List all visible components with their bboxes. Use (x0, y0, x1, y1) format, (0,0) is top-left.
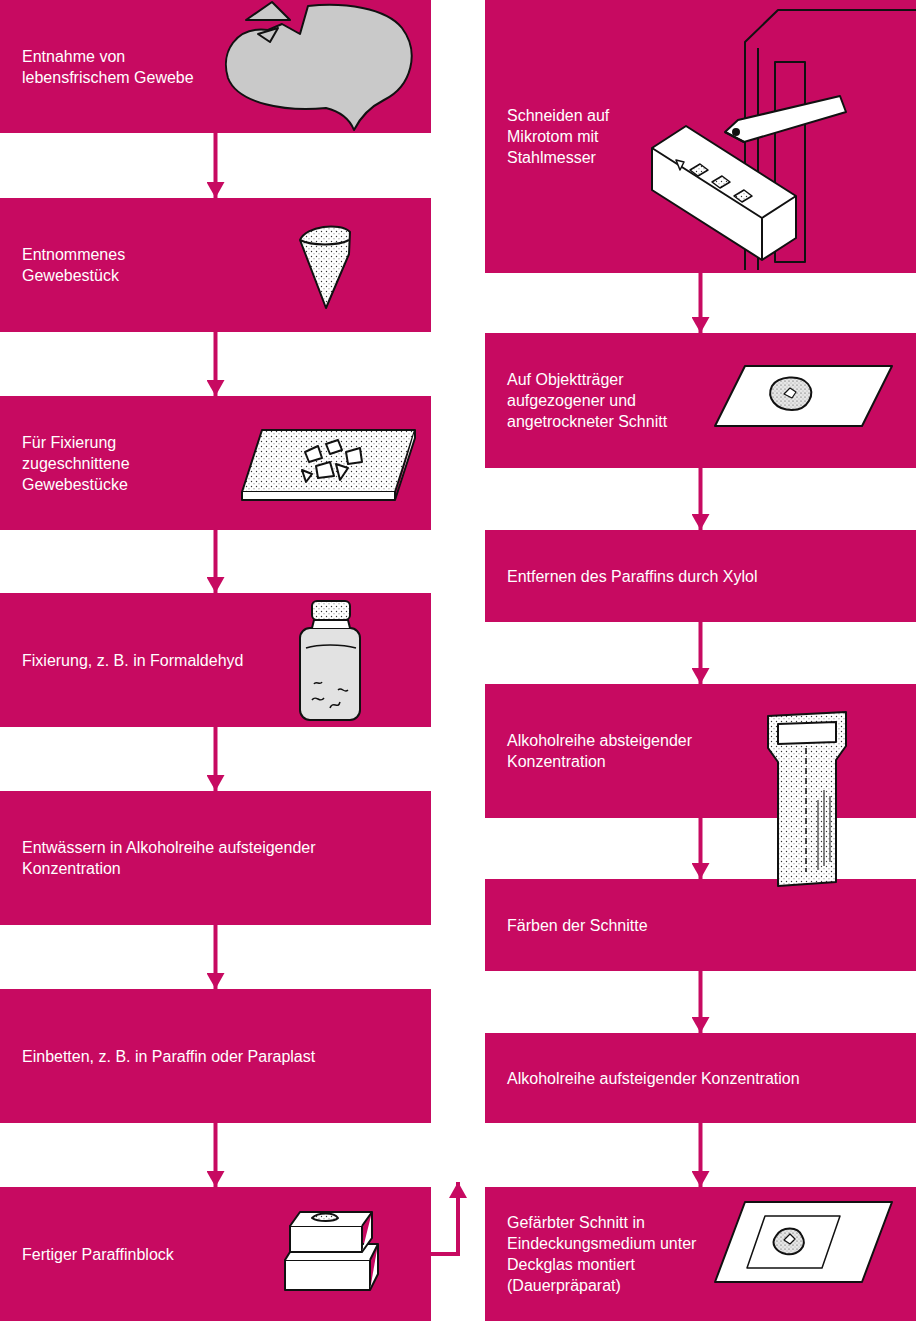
tissue-edge (300, 240, 349, 245)
process-box: Gefärbter Schnitt in Eindeckungsmedium u… (485, 1187, 916, 1321)
flow-arrow (699, 622, 703, 684)
flow-arrow (214, 530, 218, 593)
flow-arrow (699, 1123, 703, 1187)
slide-with-section (715, 366, 892, 426)
process-box: Einbetten, z. B. in Paraffin oder Parapl… (0, 989, 431, 1123)
process-box: Fixierung, z. B. in Formaldehyd (0, 593, 431, 727)
box-text: Auf Objektträger aufgezogener und angetr… (507, 369, 692, 432)
process-box: Fertiger Paraffinblock (0, 1187, 431, 1321)
flow-arrow (431, 1182, 458, 1254)
flow-arrow (699, 971, 703, 1033)
text-wrap: Einbetten, z. B. in Paraffin oder Parapl… (22, 1046, 412, 1067)
box-text: Entnahme von lebensfrischem Gewebe (22, 46, 212, 88)
text-wrap: Alkoholreihe aufsteigender Konzentration (507, 1068, 897, 1089)
flow-arrow (214, 727, 218, 791)
text-wrap: Auf Objektträger aufgezogener und angetr… (507, 369, 692, 432)
process-box: Für Fixierung zugeschnittene Gewebestück… (0, 396, 431, 530)
flow-arrow (214, 332, 218, 396)
process-box: Entnahme von lebensfrischem Gewebe (0, 0, 431, 133)
process-box: Entwässern in Alkoholreihe aufsteigender… (0, 791, 431, 925)
box-text: Entwässern in Alkoholreihe aufsteigender… (22, 837, 352, 879)
process-box: Färben der Schnitte (485, 879, 916, 971)
text-wrap: Schneiden auf Mikrotom mit Stahlmesser (507, 105, 629, 168)
text-wrap: Alkoholreihe absteigender Konzentration (507, 730, 707, 772)
process-box: Alkoholreihe aufsteigender Konzentration (485, 1033, 916, 1123)
fixative-bottle (300, 601, 360, 720)
text-wrap: Für Fixierung zugeschnittene Gewebestück… (22, 432, 172, 495)
text-wrap: Fixierung, z. B. in Formaldehyd (22, 650, 282, 671)
flow-arrow (214, 925, 218, 989)
box-text: Gefärbter Schnitt in Eindeckungsmedium u… (507, 1212, 707, 1296)
text-wrap: Fertiger Paraffinblock (22, 1244, 272, 1265)
box-text: Fixierung, z. B. in Formaldehyd (22, 650, 282, 671)
box-text: Schneiden auf Mikrotom mit Stahlmesser (507, 105, 629, 168)
flow-arrow (699, 468, 703, 530)
box-text: Entnommenes Gewebestück (22, 244, 172, 286)
tissue-piece (300, 226, 350, 308)
box-text: Alkoholreihe absteigender Konzentration (507, 730, 707, 772)
box-text: Entfernen des Paraffins durch Xylol (507, 566, 897, 587)
box-text: Alkoholreihe aufsteigender Konzentration (507, 1068, 897, 1089)
process-box: Schneiden auf Mikrotom mit Stahlmesser (485, 0, 916, 273)
process-box: Entfernen des Paraffins durch Xylol (485, 530, 916, 622)
text-wrap: Färben der Schnitte (507, 915, 897, 936)
box-text: Färben der Schnitte (507, 915, 897, 936)
flow-arrow (214, 1123, 218, 1187)
process-box: Alkoholreihe absteigender Konzentration (485, 684, 916, 818)
staining-jar (768, 712, 846, 886)
flow-arrow (699, 273, 703, 333)
text-wrap: Entfernen des Paraffins durch Xylol (507, 566, 897, 587)
mounted-slide (715, 1202, 892, 1282)
organ-drawing (226, 2, 412, 130)
text-wrap: Entwässern in Alkoholreihe aufsteigender… (22, 837, 352, 879)
text-wrap: Gefärbter Schnitt in Eindeckungsmedium u… (507, 1212, 707, 1296)
paraffin-block (285, 1212, 378, 1290)
box-text: Einbetten, z. B. in Paraffin oder Parapl… (22, 1046, 412, 1067)
text-wrap: Entnommenes Gewebestück (22, 244, 172, 286)
process-box: Entnommenes Gewebestück (0, 198, 431, 332)
text-wrap: Entnahme von lebensfrischem Gewebe (22, 46, 212, 88)
flow-arrow (214, 133, 218, 198)
box-text: Fertiger Paraffinblock (22, 1244, 272, 1265)
flow-arrow (699, 818, 703, 879)
box-text: Für Fixierung zugeschnittene Gewebestück… (22, 432, 172, 495)
cutting-board (242, 430, 415, 500)
microtome (652, 10, 916, 270)
process-box: Auf Objektträger aufgezogener und angetr… (485, 333, 916, 468)
